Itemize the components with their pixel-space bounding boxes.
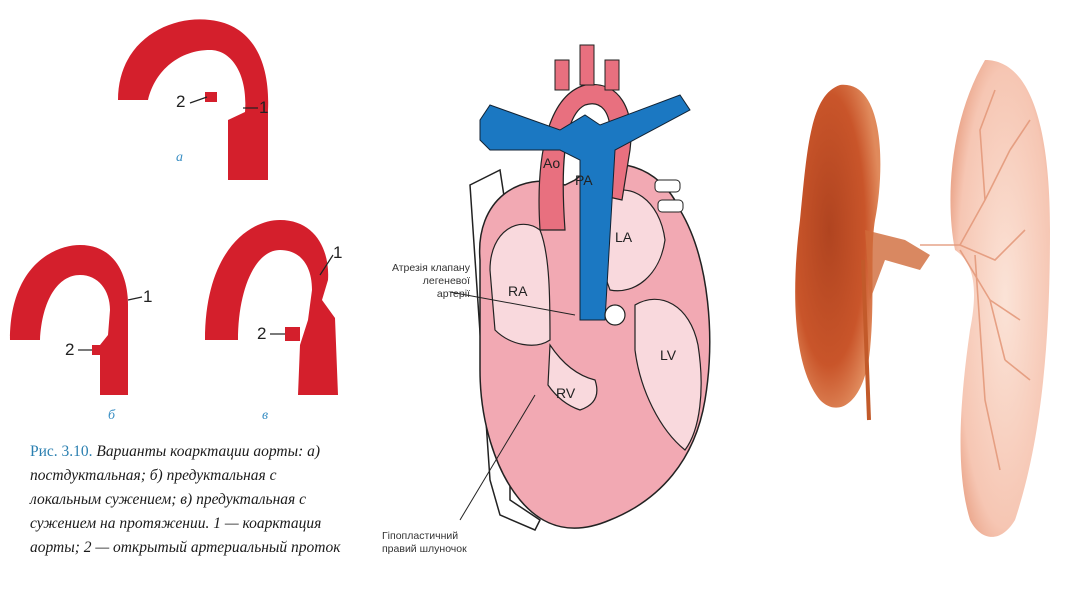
label-2-a: 2 bbox=[176, 92, 185, 112]
kidney-figure bbox=[745, 0, 1065, 589]
aortic-branch bbox=[605, 60, 619, 90]
aortic-branch bbox=[555, 60, 569, 90]
sublabel-a: а bbox=[176, 150, 183, 166]
sublabel-b: б bbox=[108, 408, 115, 424]
aorta-variant-c bbox=[205, 220, 338, 395]
caption-figure-number: Рис. 3.10. bbox=[30, 443, 93, 460]
aorta-variant-a bbox=[118, 19, 268, 180]
sublabel-c: в bbox=[262, 408, 268, 424]
label-1-a: 1 bbox=[259, 98, 268, 118]
label-1-b: 1 bbox=[143, 287, 152, 307]
valve bbox=[605, 305, 625, 325]
label-ao: Ao bbox=[543, 155, 560, 171]
label-ra: RA bbox=[508, 283, 528, 299]
annotation-atresia: Атрезія клапану легеневої артерії bbox=[390, 262, 470, 301]
label-2-b: 2 bbox=[65, 340, 74, 360]
coarctation-diagrams bbox=[0, 0, 360, 440]
label-rv: RV bbox=[556, 385, 576, 401]
label-2-c: 2 bbox=[257, 324, 266, 344]
aorta-variant-b bbox=[10, 245, 128, 395]
label-lv: LV bbox=[660, 347, 677, 363]
renal-vessels-left bbox=[865, 230, 930, 300]
label-la: LA bbox=[615, 229, 633, 245]
figure-caption: Рис. 3.10. Варианты коарктации аорты: а)… bbox=[30, 440, 350, 560]
aortic-branch bbox=[580, 45, 594, 85]
heart-figure: Ao PA LA RA LV RV Атрезія клапану легене… bbox=[360, 0, 745, 589]
kidney-illustration bbox=[745, 0, 1065, 589]
kidney-pale bbox=[950, 60, 1050, 537]
pulmonary-vein bbox=[655, 180, 680, 192]
label-pa: PA bbox=[575, 172, 593, 188]
pulmonary-vein bbox=[658, 200, 683, 212]
label-1-c: 1 bbox=[333, 243, 342, 263]
annotation-hypoplastic: Гіпопластичний правий шлуночок bbox=[382, 530, 472, 556]
coarctation-figure: 2 1 а 1 2 б 1 2 в Рис. 3.10. Варианты ко… bbox=[0, 0, 360, 589]
